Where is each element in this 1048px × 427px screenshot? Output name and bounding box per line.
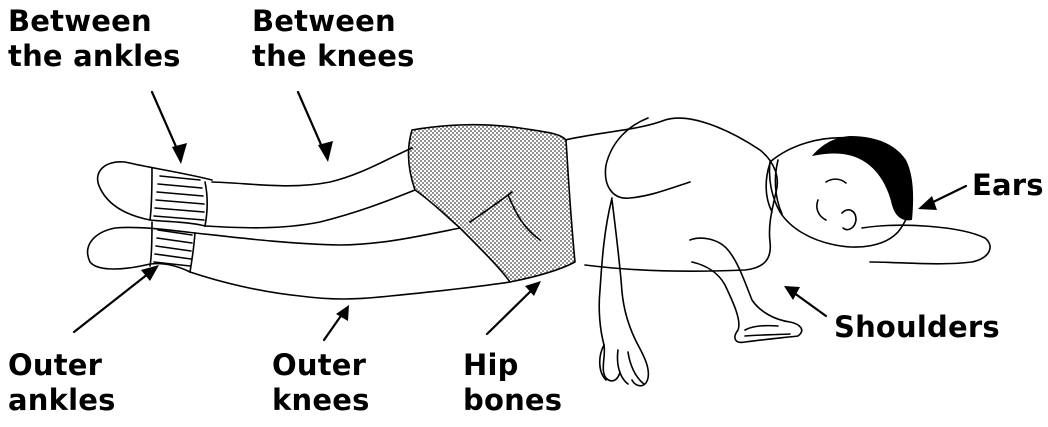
- arrow-hip-bones: [487, 286, 536, 334]
- label-outer-ankles: Outer ankles: [8, 348, 116, 418]
- front-hand: [745, 326, 790, 336]
- ear-detail: [842, 210, 856, 230]
- label-line: Outer: [8, 348, 116, 383]
- label-line: Between: [252, 4, 415, 39]
- mouth: [817, 200, 826, 220]
- label-between-knees: Between the knees: [252, 4, 415, 74]
- label-line: Shoulders: [834, 310, 1000, 345]
- arrow-outer-ankles: [74, 270, 153, 332]
- arrowhead-shoulders: [784, 286, 800, 300]
- label-line: knees: [272, 383, 370, 418]
- label-line: Outer: [272, 348, 370, 383]
- label-hip-bones: Hip bones: [463, 348, 562, 418]
- shorts: [408, 125, 575, 282]
- shirt-body: [565, 118, 777, 271]
- label-outer-knees: Outer knees: [272, 348, 370, 418]
- label-line: Between: [8, 4, 181, 39]
- lower-sock-ribs: [154, 230, 192, 266]
- label-between-ankles: Between the ankles: [8, 4, 181, 74]
- hair: [812, 136, 913, 220]
- label-line: Hip: [463, 348, 562, 383]
- label-line: bones: [463, 383, 562, 418]
- label-line: the ankles: [8, 39, 181, 74]
- label-line: the knees: [252, 39, 415, 74]
- upper-leg-lower: [205, 190, 415, 228]
- label-line: Ears: [972, 168, 1044, 203]
- upper-sock-ribs: [154, 176, 204, 220]
- lower-leg: [195, 228, 460, 245]
- pillow-arm: [862, 225, 990, 264]
- eye: [826, 179, 846, 183]
- label-shoulders: Shoulders: [834, 310, 1000, 345]
- front-arm: [690, 238, 802, 342]
- arrowhead-ears: [918, 196, 937, 210]
- arrowhead-between-ankles: [172, 143, 187, 164]
- label-ears: Ears: [972, 168, 1044, 203]
- lower-leg-bottom: [190, 272, 510, 299]
- label-line: ankles: [8, 383, 116, 418]
- hanging-arm: [599, 198, 648, 386]
- upper-leg: [212, 148, 412, 186]
